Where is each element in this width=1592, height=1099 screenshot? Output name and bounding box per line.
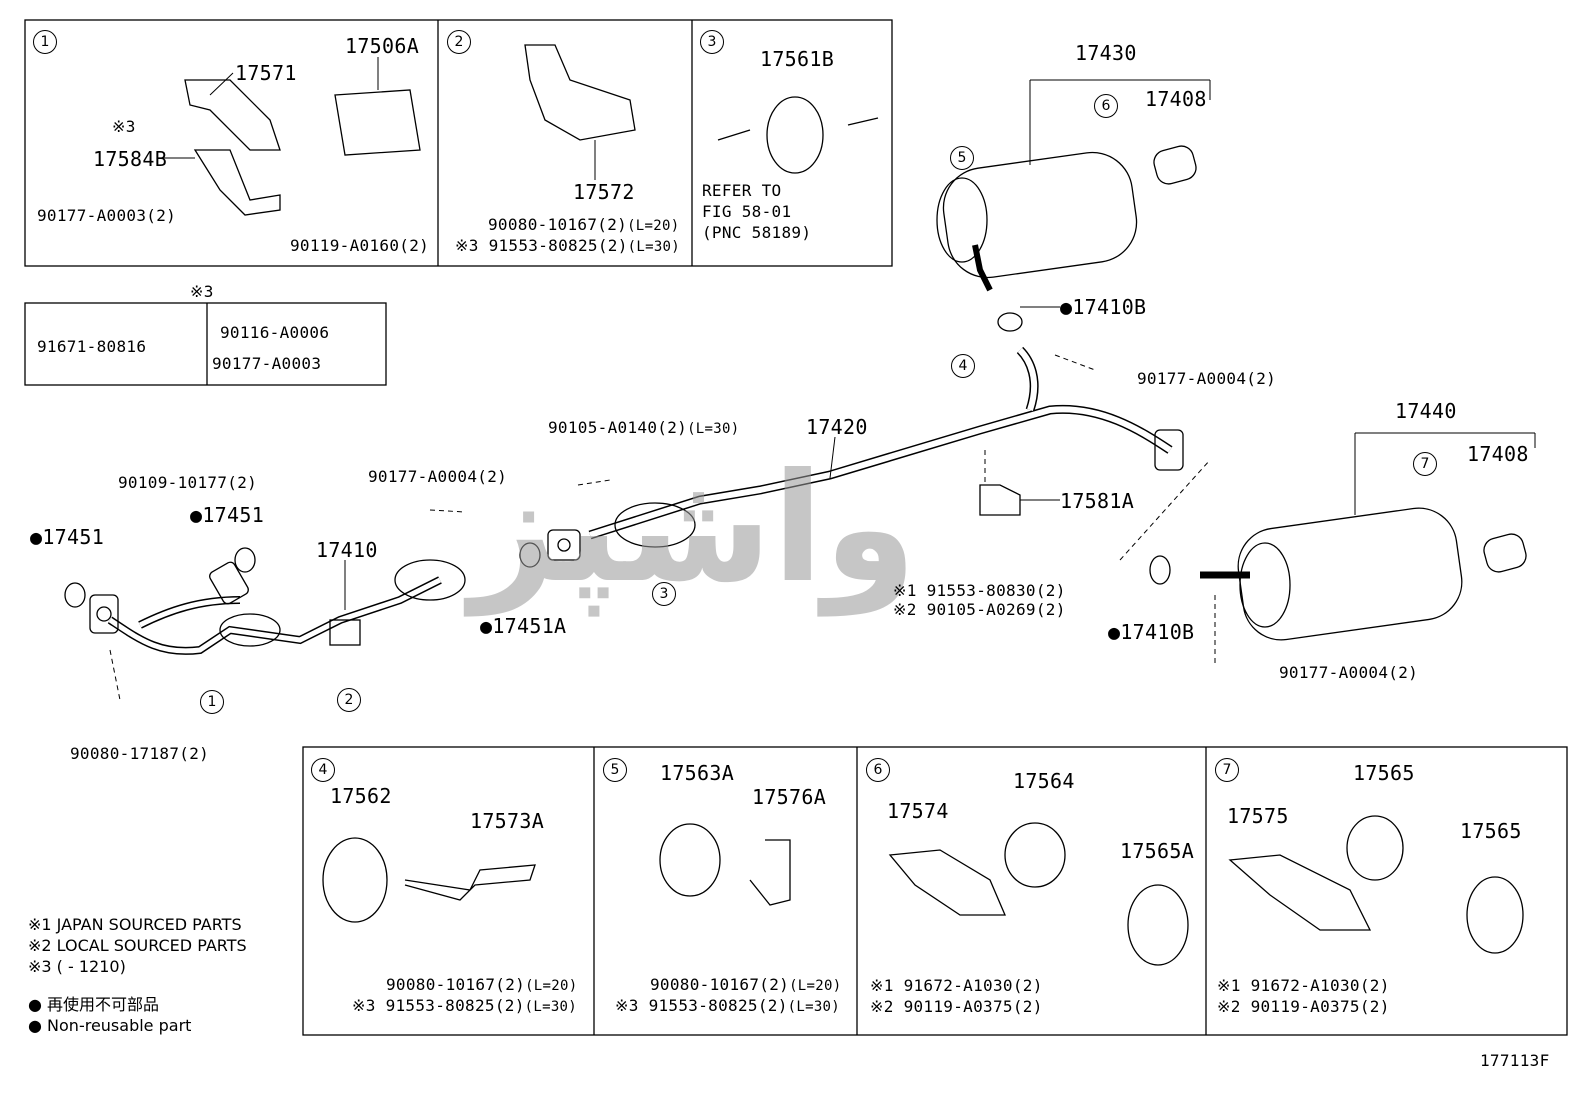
callout-1-main: 1	[200, 690, 224, 714]
svg-text:واشپز: واشپز	[463, 442, 917, 617]
legend-local: ※2 LOCAL SOURCED PARTS	[28, 936, 247, 955]
callout-2-main: 2	[337, 688, 361, 712]
part-17440: 17440	[1395, 399, 1457, 423]
part-17451-left: ●17451	[30, 525, 105, 549]
legend-non-reusable-jp: ● 再使用不可部品	[28, 995, 160, 1014]
center-pipe	[547, 346, 1184, 561]
part-17506A: 17506A	[345, 34, 420, 58]
length-note: (L=30)	[787, 999, 841, 1015]
length-note: (L=30)	[524, 999, 578, 1015]
part-17565-upper: 17565	[1353, 761, 1415, 785]
part-90119-A0160: 90119-A0160(2)	[290, 236, 430, 255]
part-17408-top: 17408	[1145, 87, 1207, 111]
muffler-17440	[1149, 507, 1527, 641]
part-17408-bottom: 17408	[1467, 442, 1529, 466]
x3-box-title: ※3	[190, 282, 214, 301]
part-90177-A0003-x3: 90177-A0003	[212, 354, 322, 373]
part-17561B: 17561B	[760, 47, 835, 71]
part-number: ※3 91553-80825(2)	[455, 236, 628, 255]
part-17574: 17574	[887, 799, 949, 823]
detail-box-4-7	[302, 746, 1568, 1036]
callout-4-main: 4	[951, 354, 975, 378]
legend-japan: ※1 JAPAN SOURCED PARTS	[28, 915, 242, 934]
part-90080-10167: 90080-10167(2)(L=20)	[488, 216, 679, 235]
part-number: 90080-10167(2)	[650, 975, 790, 994]
part-91553-80825-b4: ※3 91553-80825(2)(L=30)	[352, 997, 577, 1016]
detail-box-x3	[24, 302, 387, 386]
part-17563A: 17563A	[660, 761, 735, 785]
callout-7: 7	[1215, 758, 1239, 782]
callout-5-main: 5	[950, 146, 974, 170]
length-note: (L=20)	[627, 218, 680, 234]
part-90080-17187: 90080-17187(2)	[70, 744, 210, 763]
watermark: واشپز	[463, 442, 917, 617]
part-17420: 17420	[806, 415, 868, 439]
refer-line-3: (PNC 58189)	[702, 223, 812, 242]
refer-line-2: FIG 58-01	[702, 202, 792, 221]
part-17572: 17572	[573, 180, 635, 204]
callout-3-main: 3	[652, 582, 676, 606]
part-17562: 17562	[330, 784, 392, 808]
part-17451-right: ●17451	[190, 503, 265, 527]
callout-5: 5	[603, 758, 627, 782]
front-pipe	[89, 559, 466, 655]
part-17584B: 17584B	[93, 147, 168, 171]
length-note: (L=30)	[627, 239, 681, 255]
callout-3: 3	[700, 30, 724, 54]
part-91553-80825: ※3 91553-80825(2)(L=30)	[455, 237, 680, 256]
part-90119-A0375-b6: ※2 90119-A0375(2)	[870, 997, 1043, 1016]
length-note: (L=20)	[789, 978, 842, 994]
part-17576A: 17576A	[752, 785, 827, 809]
detail-box-1	[24, 19, 893, 267]
part-17451A: ●17451A	[480, 614, 567, 638]
callout-1: 1	[33, 30, 57, 54]
part-17430: 17430	[1075, 41, 1137, 65]
part-90105-A0140: 90105-A0140(2)(L=30)	[548, 419, 739, 438]
part-17571: 17571	[235, 61, 297, 85]
part-17410: 17410	[316, 538, 378, 562]
callout-2: 2	[447, 30, 471, 54]
legend-non-reusable: ● Non-reusable part	[28, 1016, 192, 1035]
part-90177-A0003: 90177-A0003(2)	[37, 206, 177, 225]
part-91672-A1030-b6: ※1 91672-A1030(2)	[870, 976, 1043, 995]
part-90109-10177: 90109-10177(2)	[118, 473, 258, 492]
part-90177-A0004-mid: 90177-A0004(2)	[368, 467, 508, 486]
mark-x3: ※3	[112, 117, 136, 136]
part-17564: 17564	[1013, 769, 1075, 793]
part-number: ※3 91553-80825(2)	[615, 996, 788, 1015]
part-90080-10167-b4: 90080-10167(2)(L=20)	[386, 976, 577, 995]
length-note: (L=30)	[687, 421, 740, 437]
part-17410B-bottom: ●17410B	[1108, 620, 1195, 644]
part-17565-lower: 17565	[1460, 819, 1522, 843]
part-90105-A0269: ※2 90105-A0269(2)	[893, 600, 1066, 619]
callout-4: 4	[311, 758, 335, 782]
figure-id: 177113F	[1480, 1051, 1550, 1070]
part-91671-80816: 91671-80816	[37, 337, 147, 356]
callout-6: 6	[866, 758, 890, 782]
part-number: ※3 91553-80825(2)	[352, 996, 525, 1015]
part-number: 90080-10167(2)	[488, 215, 628, 234]
callout-6-main: 6	[1094, 94, 1118, 118]
part-91672-A1030-b7: ※1 91672-A1030(2)	[1217, 976, 1390, 995]
refer-line-1: REFER TO	[702, 181, 782, 200]
part-17410B-top: ●17410B	[1060, 295, 1147, 319]
callout-7-main: 7	[1413, 452, 1437, 476]
part-17565A: 17565A	[1120, 839, 1195, 863]
part-90177-A0004-bottom: 90177-A0004(2)	[1279, 663, 1419, 682]
muffler-17430	[936, 145, 1197, 332]
legend-x3: ※3 ( - 1210)	[28, 957, 126, 976]
part-17581A: 17581A	[1060, 489, 1135, 513]
part-90177-A0004-top: 90177-A0004(2)	[1137, 369, 1277, 388]
part-90119-A0375-b7: ※2 90119-A0375(2)	[1217, 997, 1390, 1016]
part-17573A: 17573A	[470, 809, 545, 833]
part-91553-80825-b5: ※3 91553-80825(2)(L=30)	[615, 997, 840, 1016]
length-note: (L=20)	[525, 978, 578, 994]
part-number: 90080-10167(2)	[386, 975, 526, 994]
part-91553-80830: ※1 91553-80830(2)	[893, 581, 1066, 600]
part-90116-A0006: 90116-A0006	[220, 323, 330, 342]
part-90080-10167-b5: 90080-10167(2)(L=20)	[650, 976, 841, 995]
part-17575: 17575	[1227, 804, 1289, 828]
part-number: 90105-A0140(2)	[548, 418, 688, 437]
